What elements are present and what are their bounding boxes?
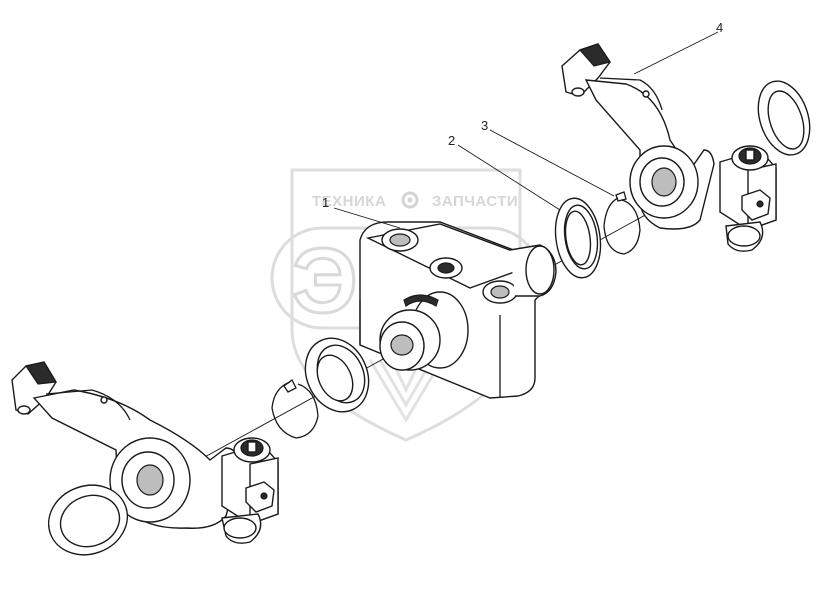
thrust-washer-upper — [554, 197, 602, 279]
callout-1: 1 — [322, 195, 329, 210]
leader-line-4 — [633, 31, 719, 75]
retaining-ring-upper — [603, 191, 641, 255]
callout-2: 2 — [448, 133, 455, 148]
callout-3: 3 — [481, 118, 488, 133]
callout-4: 4 — [716, 20, 723, 35]
leader-line-1 — [333, 207, 401, 229]
thrust-washer-lower — [304, 337, 370, 413]
shaft-bracket — [359, 221, 557, 399]
watermark-left-word: ТЕХНИКА — [312, 193, 386, 210]
retaining-ring-lower — [271, 379, 319, 439]
side-washer-lower — [47, 484, 129, 556]
rocker-arm-lower — [11, 361, 279, 544]
leader-line-3 — [489, 129, 615, 197]
gear-icon — [401, 191, 419, 209]
leader-line-2 — [457, 144, 561, 211]
side-washer-upper — [757, 80, 811, 156]
rocker-arm-upper — [561, 43, 777, 252]
watermark-right-word: ЗАПЧАСТИ — [432, 193, 518, 210]
